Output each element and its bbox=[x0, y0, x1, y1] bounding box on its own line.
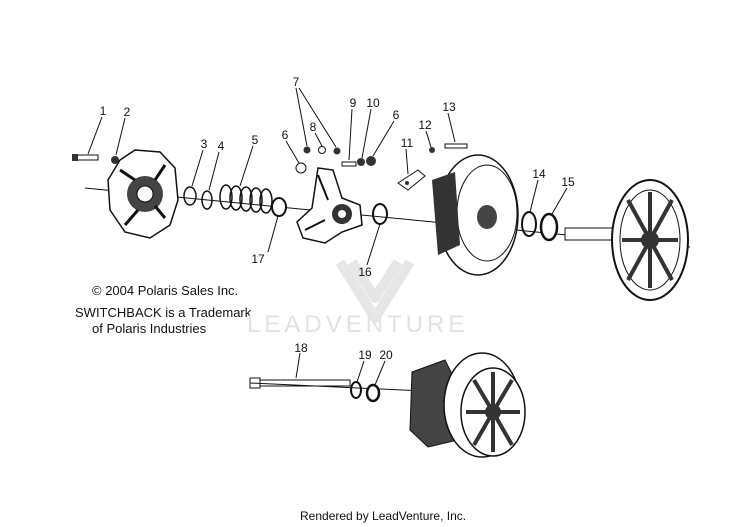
callout-8: 8 bbox=[309, 120, 317, 134]
part-6-roller bbox=[295, 162, 307, 174]
part-16-o-ring bbox=[372, 203, 388, 225]
part-10-washer bbox=[357, 158, 365, 166]
part-cover-plate bbox=[107, 149, 179, 239]
callout-3: 3 bbox=[200, 137, 208, 151]
callout-9: 9 bbox=[349, 96, 357, 110]
part-assembled-clutch bbox=[409, 352, 526, 458]
callout-13: 13 bbox=[442, 100, 456, 114]
part-spider-assembly bbox=[296, 167, 363, 244]
watermark-logo bbox=[335, 259, 415, 323]
callout-12: 12 bbox=[418, 118, 432, 132]
callout-15: 15 bbox=[561, 175, 575, 189]
trademark-note-line1: SWITCHBACK is a Trademark bbox=[75, 305, 252, 320]
part-11-weight bbox=[397, 169, 426, 191]
part-8-washers bbox=[303, 146, 341, 155]
callout-18: 18 bbox=[294, 341, 308, 355]
callout-6b: 6 bbox=[392, 108, 400, 122]
part-19-washer bbox=[350, 381, 362, 399]
callout-16: 16 bbox=[358, 265, 372, 279]
callout-5: 5 bbox=[251, 133, 259, 147]
part-12-screw bbox=[429, 147, 435, 153]
watermark-text: LEADVENTURE bbox=[247, 311, 469, 338]
part-1-bolt bbox=[72, 154, 99, 161]
part-9-pin bbox=[341, 161, 357, 167]
callout-14: 14 bbox=[532, 167, 546, 181]
copyright-note: © 2004 Polaris Sales Inc. bbox=[92, 283, 239, 298]
callout-19: 19 bbox=[358, 348, 372, 362]
callout-11: 11 bbox=[400, 136, 414, 150]
part-4-washer bbox=[201, 190, 213, 210]
callout-4: 4 bbox=[217, 139, 225, 153]
part-6b-roller bbox=[366, 156, 376, 166]
footer-credit: Rendered by LeadVenture, Inc. bbox=[300, 509, 467, 523]
callout-1: 1 bbox=[99, 104, 107, 118]
part-2-nut bbox=[111, 156, 119, 164]
part-15-bearing bbox=[539, 212, 559, 242]
part-3-washer bbox=[183, 186, 197, 206]
callout-2: 2 bbox=[123, 105, 131, 119]
callout-10: 10 bbox=[366, 96, 380, 110]
leader-lines bbox=[87, 87, 568, 386]
part-17-bushing bbox=[271, 197, 287, 217]
callout-7: 7 bbox=[292, 75, 300, 89]
part-5-spring bbox=[219, 184, 273, 214]
callout-17: 17 bbox=[251, 252, 265, 266]
part-driven-wheel bbox=[611, 179, 689, 301]
part-clutch-sheave bbox=[432, 154, 519, 276]
part-14-washer bbox=[521, 211, 537, 237]
callout-6a: 6 bbox=[281, 128, 289, 142]
trademark-note-line2: of Polaris Industries bbox=[92, 321, 207, 336]
callout-20: 20 bbox=[379, 348, 393, 362]
part-20-nut bbox=[365, 383, 381, 403]
part-13-pin bbox=[444, 143, 468, 149]
